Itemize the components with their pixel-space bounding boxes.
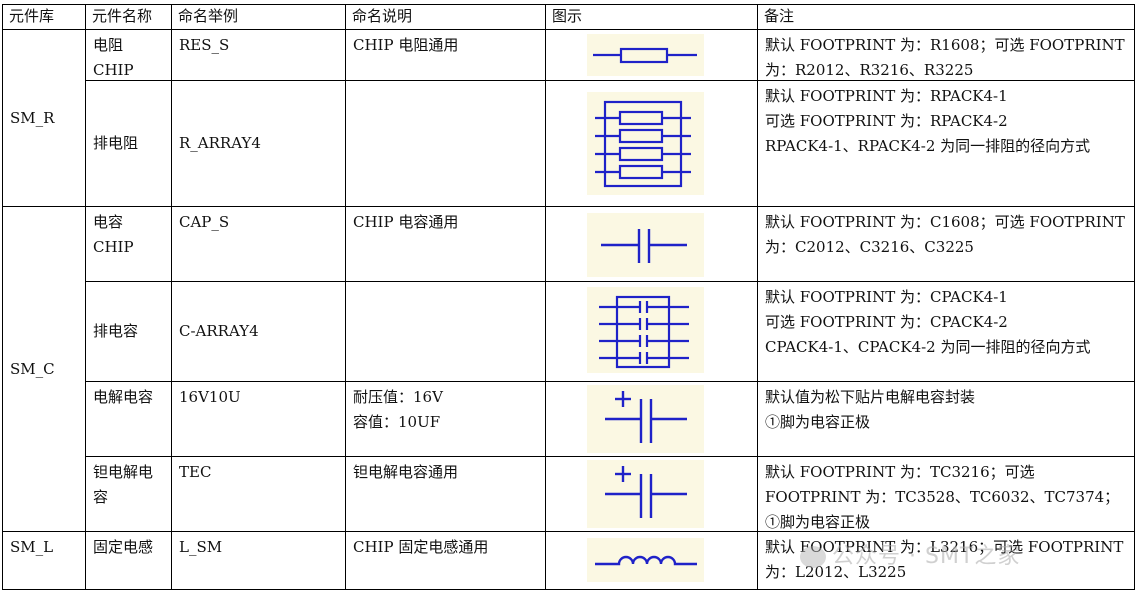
header-naming-example: 命名举例 [171, 4, 346, 30]
table-row-4-note: 默认值为松下贴片电解电容封装 ①脚为电容正极 [757, 381, 1135, 457]
table-row-5-desc: 钽电解电容通用 [345, 456, 546, 532]
table-row-3-name: 排电容 [85, 281, 172, 382]
table-row-0-example: RES_S [171, 29, 346, 81]
tantalum-capacitor-symbol [587, 460, 704, 528]
resistor-array-symbol [587, 92, 704, 195]
header-naming-description: 命名说明 [345, 4, 546, 30]
table-row-6-name: 固定电感 [85, 531, 172, 590]
table-row-1-desc [345, 80, 546, 207]
header-component-name: 元件名称 [85, 4, 172, 30]
table-row-3-desc [345, 281, 546, 382]
table-row-0-desc: CHIP 电阻通用 [345, 29, 546, 81]
table-row-5-note: 默认 FOOTPRINT 为：TC3216；可选 FOOTPRINT 为：TC3… [757, 456, 1135, 532]
header-library: 元件库 [2, 4, 86, 30]
table-row-5-name: 钽电解电容 [85, 456, 172, 532]
capacitor-symbol [587, 213, 704, 277]
table-row-4-example: 16V10U [171, 381, 346, 457]
component-naming-table: 元件库 元件名称 命名举例 命名说明 图示 备注 SM_R SM_C SM_L … [2, 4, 1135, 590]
table-row-1-name: 排电阻 [85, 80, 172, 207]
inductor-symbol [587, 538, 704, 582]
table-row-1-note: 默认 FOOTPRINT 为：RPACK4-1 可选 FOOTPRINT 为：R… [757, 80, 1135, 207]
header-remarks: 备注 [757, 4, 1135, 30]
capacitor-array-symbol [587, 287, 704, 373]
resistor-symbol [587, 34, 704, 76]
table-row-4-name: 电解电容 [85, 381, 172, 457]
table-row-0-note: 默认 FOOTPRINT 为：R1608；可选 FOOTPRINT 为：R201… [757, 29, 1135, 81]
library-cell-sm-l: SM_L [2, 531, 86, 590]
library-cell-sm-c: SM_C [2, 206, 86, 532]
table-row-5-example: TEC [171, 456, 346, 532]
table-row-2-desc: CHIP 电容通用 [345, 206, 546, 282]
table-row-0-name: 电阻 CHIP [85, 29, 172, 81]
table-row-2-name: 电容 CHIP [85, 206, 172, 282]
header-figure: 图示 [545, 4, 758, 30]
library-cell-sm-r: SM_R [2, 29, 86, 207]
table-row-3-example: C-ARRAY4 [171, 281, 346, 382]
table-row-6-example: L_SM [171, 531, 346, 590]
table-row-4-desc: 耐压值：16V 容值：10UF [345, 381, 546, 457]
table-row-6-desc: CHIP 固定电感通用 [345, 531, 546, 590]
table-row-3-note: 默认 FOOTPRINT 为：CPACK4-1 可选 FOOTPRINT 为：C… [757, 281, 1135, 382]
table-row-1-example: R_ARRAY4 [171, 80, 346, 207]
table-row-2-note: 默认 FOOTPRINT 为：C1608；可选 FOOTPRINT 为：C201… [757, 206, 1135, 282]
electrolytic-capacitor-symbol [587, 385, 704, 453]
table-row-6-note: 默认 FOOTPRINT 为：L3216；可选 FOOTPRINT 为：L201… [757, 531, 1135, 590]
table-row-2-example: CAP_S [171, 206, 346, 282]
